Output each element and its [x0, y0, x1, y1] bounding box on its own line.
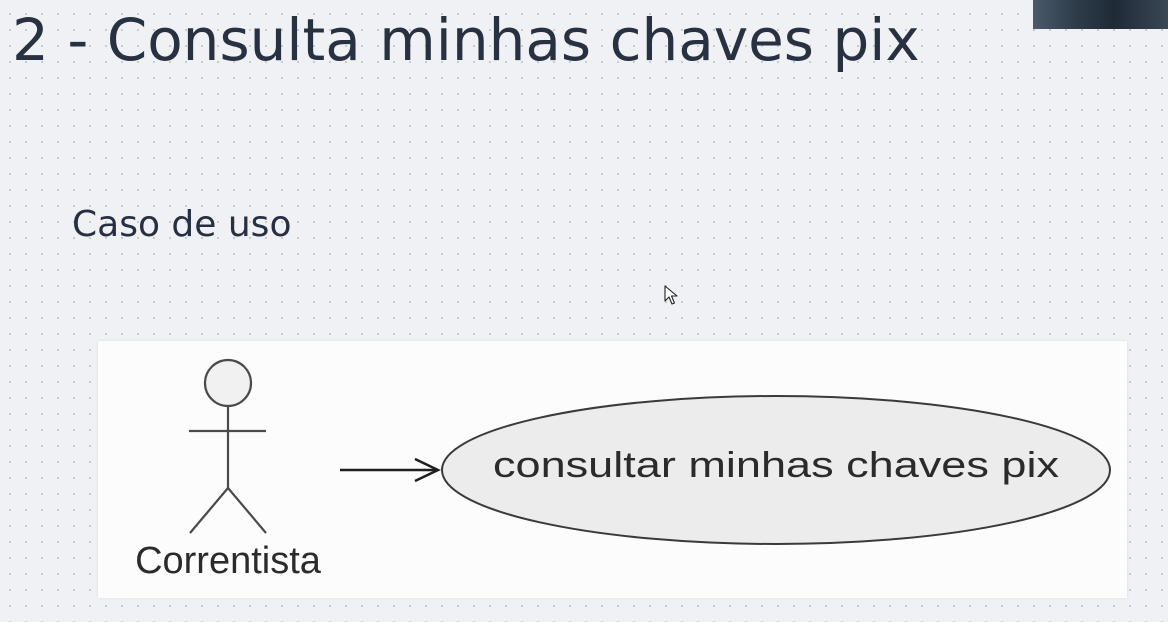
- actor-left-leg: [189, 487, 229, 534]
- webcam-overlay: [1033, 0, 1168, 29]
- association-arrow: [340, 457, 441, 483]
- use-case-ellipse: [441, 395, 1111, 545]
- mouse-pointer-icon: [664, 285, 678, 305]
- actor-right-leg: [227, 487, 267, 534]
- slide-subtitle: Caso de uso: [72, 204, 292, 245]
- actor-label: Correntista: [135, 540, 322, 582]
- slide-title: 2 - Consulta minhas chaves pix: [12, 6, 920, 74]
- use-case-label: consultar minhas chaves pix: [493, 444, 1059, 485]
- arrowhead-icon: [414, 457, 441, 483]
- actor-stick-figure-icon: [189, 358, 267, 534]
- use-case-diagram: Correntista consultar minhas chaves pix: [98, 341, 1127, 598]
- actor-head: [203, 358, 253, 408]
